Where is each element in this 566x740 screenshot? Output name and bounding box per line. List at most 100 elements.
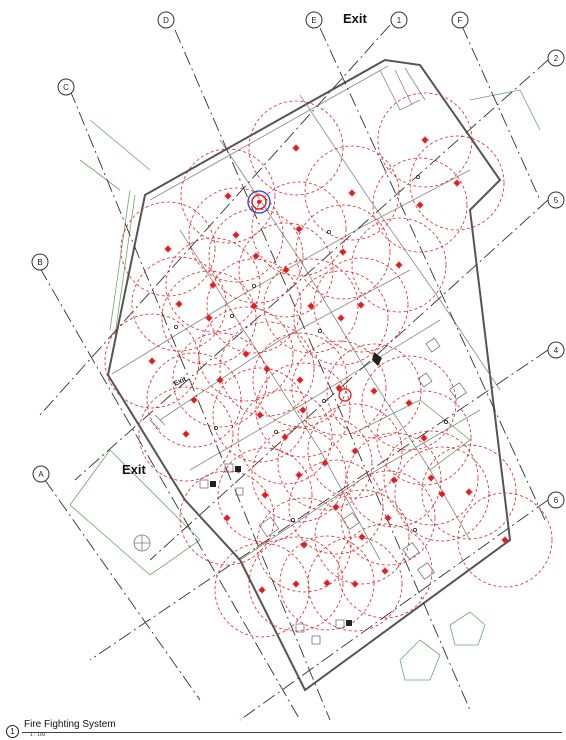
sprinkler-head[interactable] bbox=[416, 201, 424, 209]
sprinkler-head[interactable] bbox=[335, 384, 343, 392]
sprinkler-coverage-circle bbox=[295, 204, 391, 300]
svg-text:5: 5 bbox=[554, 196, 559, 205]
sprinkler-head[interactable] bbox=[242, 350, 250, 358]
sprinkler-head[interactable] bbox=[420, 434, 428, 442]
sprinkler-head[interactable] bbox=[348, 189, 356, 197]
sprinkler-head[interactable] bbox=[337, 314, 345, 322]
sprinkler-head[interactable] bbox=[295, 471, 303, 479]
sprinkler-head[interactable] bbox=[357, 301, 365, 309]
sprinkler-head[interactable] bbox=[295, 225, 303, 233]
sprinkler-head[interactable] bbox=[453, 179, 461, 187]
sprinkler-coverage-circle bbox=[394, 446, 490, 542]
sprinkler-coverage-circle bbox=[219, 321, 315, 417]
sprinkler-coverage-circle bbox=[138, 386, 234, 482]
sprinkler-head[interactable] bbox=[339, 248, 347, 256]
view-number: 1 bbox=[6, 725, 19, 738]
sprinkler-head[interactable] bbox=[421, 136, 429, 144]
highlighted-sprinkler[interactable] bbox=[247, 190, 271, 214]
sprinkler-head[interactable] bbox=[292, 580, 300, 588]
sprinkler-coverage-circle bbox=[146, 352, 242, 448]
sprinkler-head[interactable] bbox=[321, 459, 329, 467]
sprinkler-head[interactable] bbox=[300, 541, 308, 549]
view-title-block: 1 Fire Fighting System 1 : 100 bbox=[6, 719, 562, 740]
grid-bubbles: D E 1 F C B A 2 bbox=[31, 11, 565, 509]
sprinkler-head[interactable] bbox=[323, 579, 331, 587]
svg-text:B: B bbox=[37, 258, 42, 267]
sprinkler-head[interactable] bbox=[224, 192, 232, 200]
svg-text:D: D bbox=[163, 16, 169, 25]
grid-bubble-a: A bbox=[32, 465, 50, 483]
sprinkler-head[interactable] bbox=[252, 252, 260, 260]
svg-text:E: E bbox=[311, 16, 316, 25]
sprinkler-head[interactable] bbox=[232, 231, 240, 239]
detector-symbol bbox=[251, 283, 256, 288]
sprinkler-head[interactable] bbox=[250, 302, 258, 310]
sprinkler-coverage-circle bbox=[351, 217, 447, 313]
sprinkler-coverage-circle bbox=[172, 332, 268, 428]
sprinkler-coverage-circle bbox=[337, 523, 433, 619]
sprinkler-head[interactable] bbox=[358, 533, 366, 541]
sprinkler-coverage-circle bbox=[251, 181, 347, 277]
sprinkler-head[interactable] bbox=[216, 376, 224, 384]
sprinkler-head[interactable] bbox=[351, 447, 359, 455]
svg-text:C: C bbox=[63, 83, 69, 92]
exit-labels: Exit Exit Exit bbox=[122, 11, 368, 477]
sprinkler-coverage-circle bbox=[279, 535, 375, 631]
sprinkler-coverage-circle bbox=[161, 270, 257, 366]
sprinkler-head[interactable] bbox=[307, 302, 315, 310]
sprinkler-head[interactable] bbox=[182, 430, 190, 438]
sprinkler-heads-layer bbox=[148, 136, 509, 594]
sprinkler-head[interactable] bbox=[209, 281, 217, 289]
sprinkler-head[interactable] bbox=[205, 314, 213, 322]
sprinkler-head[interactable] bbox=[384, 514, 392, 522]
sprinkler-coverage-circle bbox=[248, 100, 344, 196]
grid-bubble-b: B bbox=[31, 253, 49, 271]
svg-text:1: 1 bbox=[397, 16, 402, 25]
sprinkler-head[interactable] bbox=[175, 300, 183, 308]
detector-symbol bbox=[290, 518, 295, 523]
sprinkler-head[interactable] bbox=[381, 567, 389, 575]
sprinkler-head[interactable] bbox=[258, 586, 266, 594]
sprinkler-head[interactable] bbox=[190, 396, 198, 404]
sprinkler-head[interactable] bbox=[292, 144, 300, 152]
sprinkler-head[interactable] bbox=[370, 387, 378, 395]
sprinkler-coverage-circle bbox=[251, 427, 347, 523]
grid-bubble-5: 5 bbox=[547, 191, 565, 209]
sprinkler-head[interactable] bbox=[299, 406, 307, 414]
sprinkler-head[interactable] bbox=[256, 411, 264, 419]
sprinkler-head[interactable] bbox=[332, 503, 340, 511]
sprinkler-coverage-circle bbox=[179, 470, 275, 566]
sprinkler-head[interactable] bbox=[395, 261, 403, 269]
view-title: Fire Fighting System bbox=[24, 719, 116, 730]
sprinkler-coverage-circle bbox=[288, 459, 384, 555]
sprinkler-head[interactable] bbox=[263, 365, 271, 373]
sprinkler-coverage-circle bbox=[212, 367, 308, 463]
grid-bubble-1: 1 bbox=[390, 11, 408, 29]
title-underline bbox=[22, 732, 562, 733]
sprinkler-head[interactable] bbox=[164, 245, 172, 253]
sprinkler-head[interactable] bbox=[296, 376, 304, 384]
sprinkler-coverage-circle bbox=[361, 355, 457, 451]
sprinkler-head[interactable] bbox=[390, 476, 398, 484]
sprinkler-head[interactable] bbox=[223, 514, 231, 522]
detector-symbol bbox=[412, 528, 417, 533]
grid-bubble-e: E bbox=[305, 11, 323, 29]
sprinkler-coverage-circle bbox=[104, 313, 200, 409]
sprinkler-coverage-circle bbox=[131, 256, 227, 352]
sprinkler-head[interactable] bbox=[405, 399, 413, 407]
sprinkler-head[interactable] bbox=[261, 491, 269, 499]
grid-bubble-4: 4 bbox=[547, 341, 565, 359]
sprinkler-head[interactable] bbox=[438, 490, 446, 498]
detector-symbol bbox=[317, 328, 322, 333]
sprinkler-coverage-circle bbox=[256, 497, 352, 593]
sprinkler-head[interactable] bbox=[282, 266, 290, 274]
sprinkler-head[interactable] bbox=[465, 488, 473, 496]
sprinkler-head[interactable] bbox=[427, 474, 435, 482]
sprinkler-coverage-circle bbox=[307, 403, 403, 499]
sprinkler-coverage-circle bbox=[188, 187, 284, 283]
sprinkler-head[interactable] bbox=[281, 433, 289, 441]
sprinkler-head[interactable] bbox=[148, 357, 156, 365]
sprinkler-head[interactable] bbox=[501, 536, 509, 544]
sprinkler-head[interactable] bbox=[351, 580, 359, 588]
sprinkler-coverage-circle bbox=[255, 362, 351, 458]
